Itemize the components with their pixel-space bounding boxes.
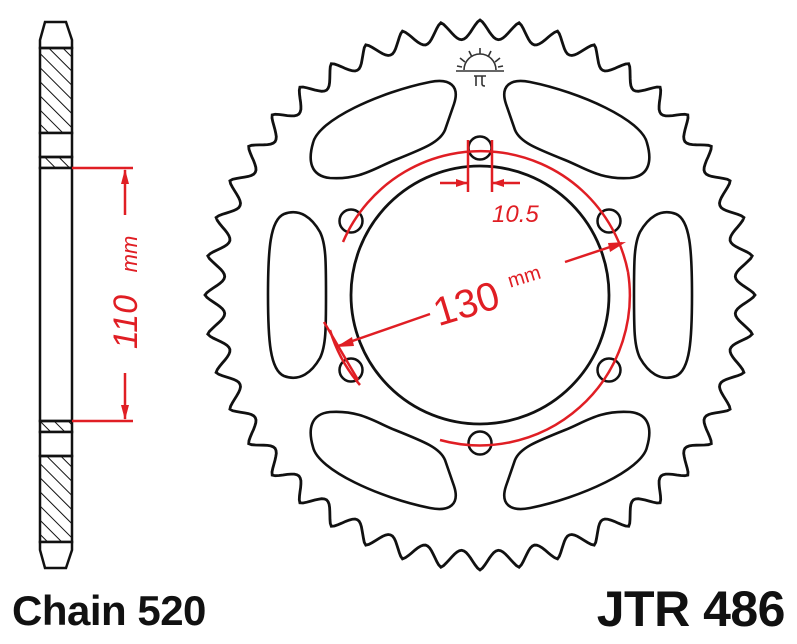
offset-dimension-label: 110 mm: [107, 236, 145, 349]
lightening-cutouts: [266, 79, 694, 511]
part-number-label: JTR 486: [596, 581, 786, 637]
sprocket-teeth-outline: [203, 18, 757, 572]
bolt-hole-diameter-label: 10.5: [492, 201, 539, 228]
rising-sun-logo-icon: [456, 48, 504, 87]
cutout-bottom-right: [503, 410, 651, 511]
profile-lower-thin-hatch: [38, 419, 74, 434]
cutout-top-right: [503, 79, 651, 180]
bolt-circle-label: 130: [428, 273, 505, 335]
profile-bottom-tip: [38, 540, 74, 570]
chain-size-label: Chain 520: [12, 587, 206, 634]
bolt-circle-arrows: [336, 242, 626, 347]
bolt-hole: [596, 357, 622, 383]
sprocket-face: 130 mm 10.5: [203, 18, 757, 572]
profile-upper-thin-hatch: [38, 155, 74, 170]
offset-dimension: [72, 166, 133, 423]
bolt-hole: [338, 357, 364, 383]
svg-text:mm: mm: [117, 236, 142, 273]
cutout-bottom-left: [309, 410, 457, 511]
bolt-circle-arc: [439, 271, 632, 447]
profile-lower-hatch: [38, 454, 74, 544]
profile-upper-hatch: [38, 46, 74, 135]
cutout-right: [632, 211, 694, 379]
bolt-hole-dimension: [440, 140, 520, 192]
profile-body: [38, 166, 74, 423]
bolt-hole: [467, 135, 493, 161]
cutout-left: [266, 211, 328, 379]
center-bore: [349, 164, 611, 426]
profile-top-tip: [38, 20, 74, 50]
bolt-circle-arc: [341, 149, 630, 273]
cutout-top-left: [309, 79, 457, 180]
svg-text:110: 110: [107, 295, 145, 349]
bolt-circle-unit: mm: [505, 262, 543, 293]
bolt-hole: [467, 430, 493, 456]
bolt-hole: [596, 208, 622, 234]
side-profile: [38, 20, 74, 570]
bolt-hole: [338, 208, 364, 234]
